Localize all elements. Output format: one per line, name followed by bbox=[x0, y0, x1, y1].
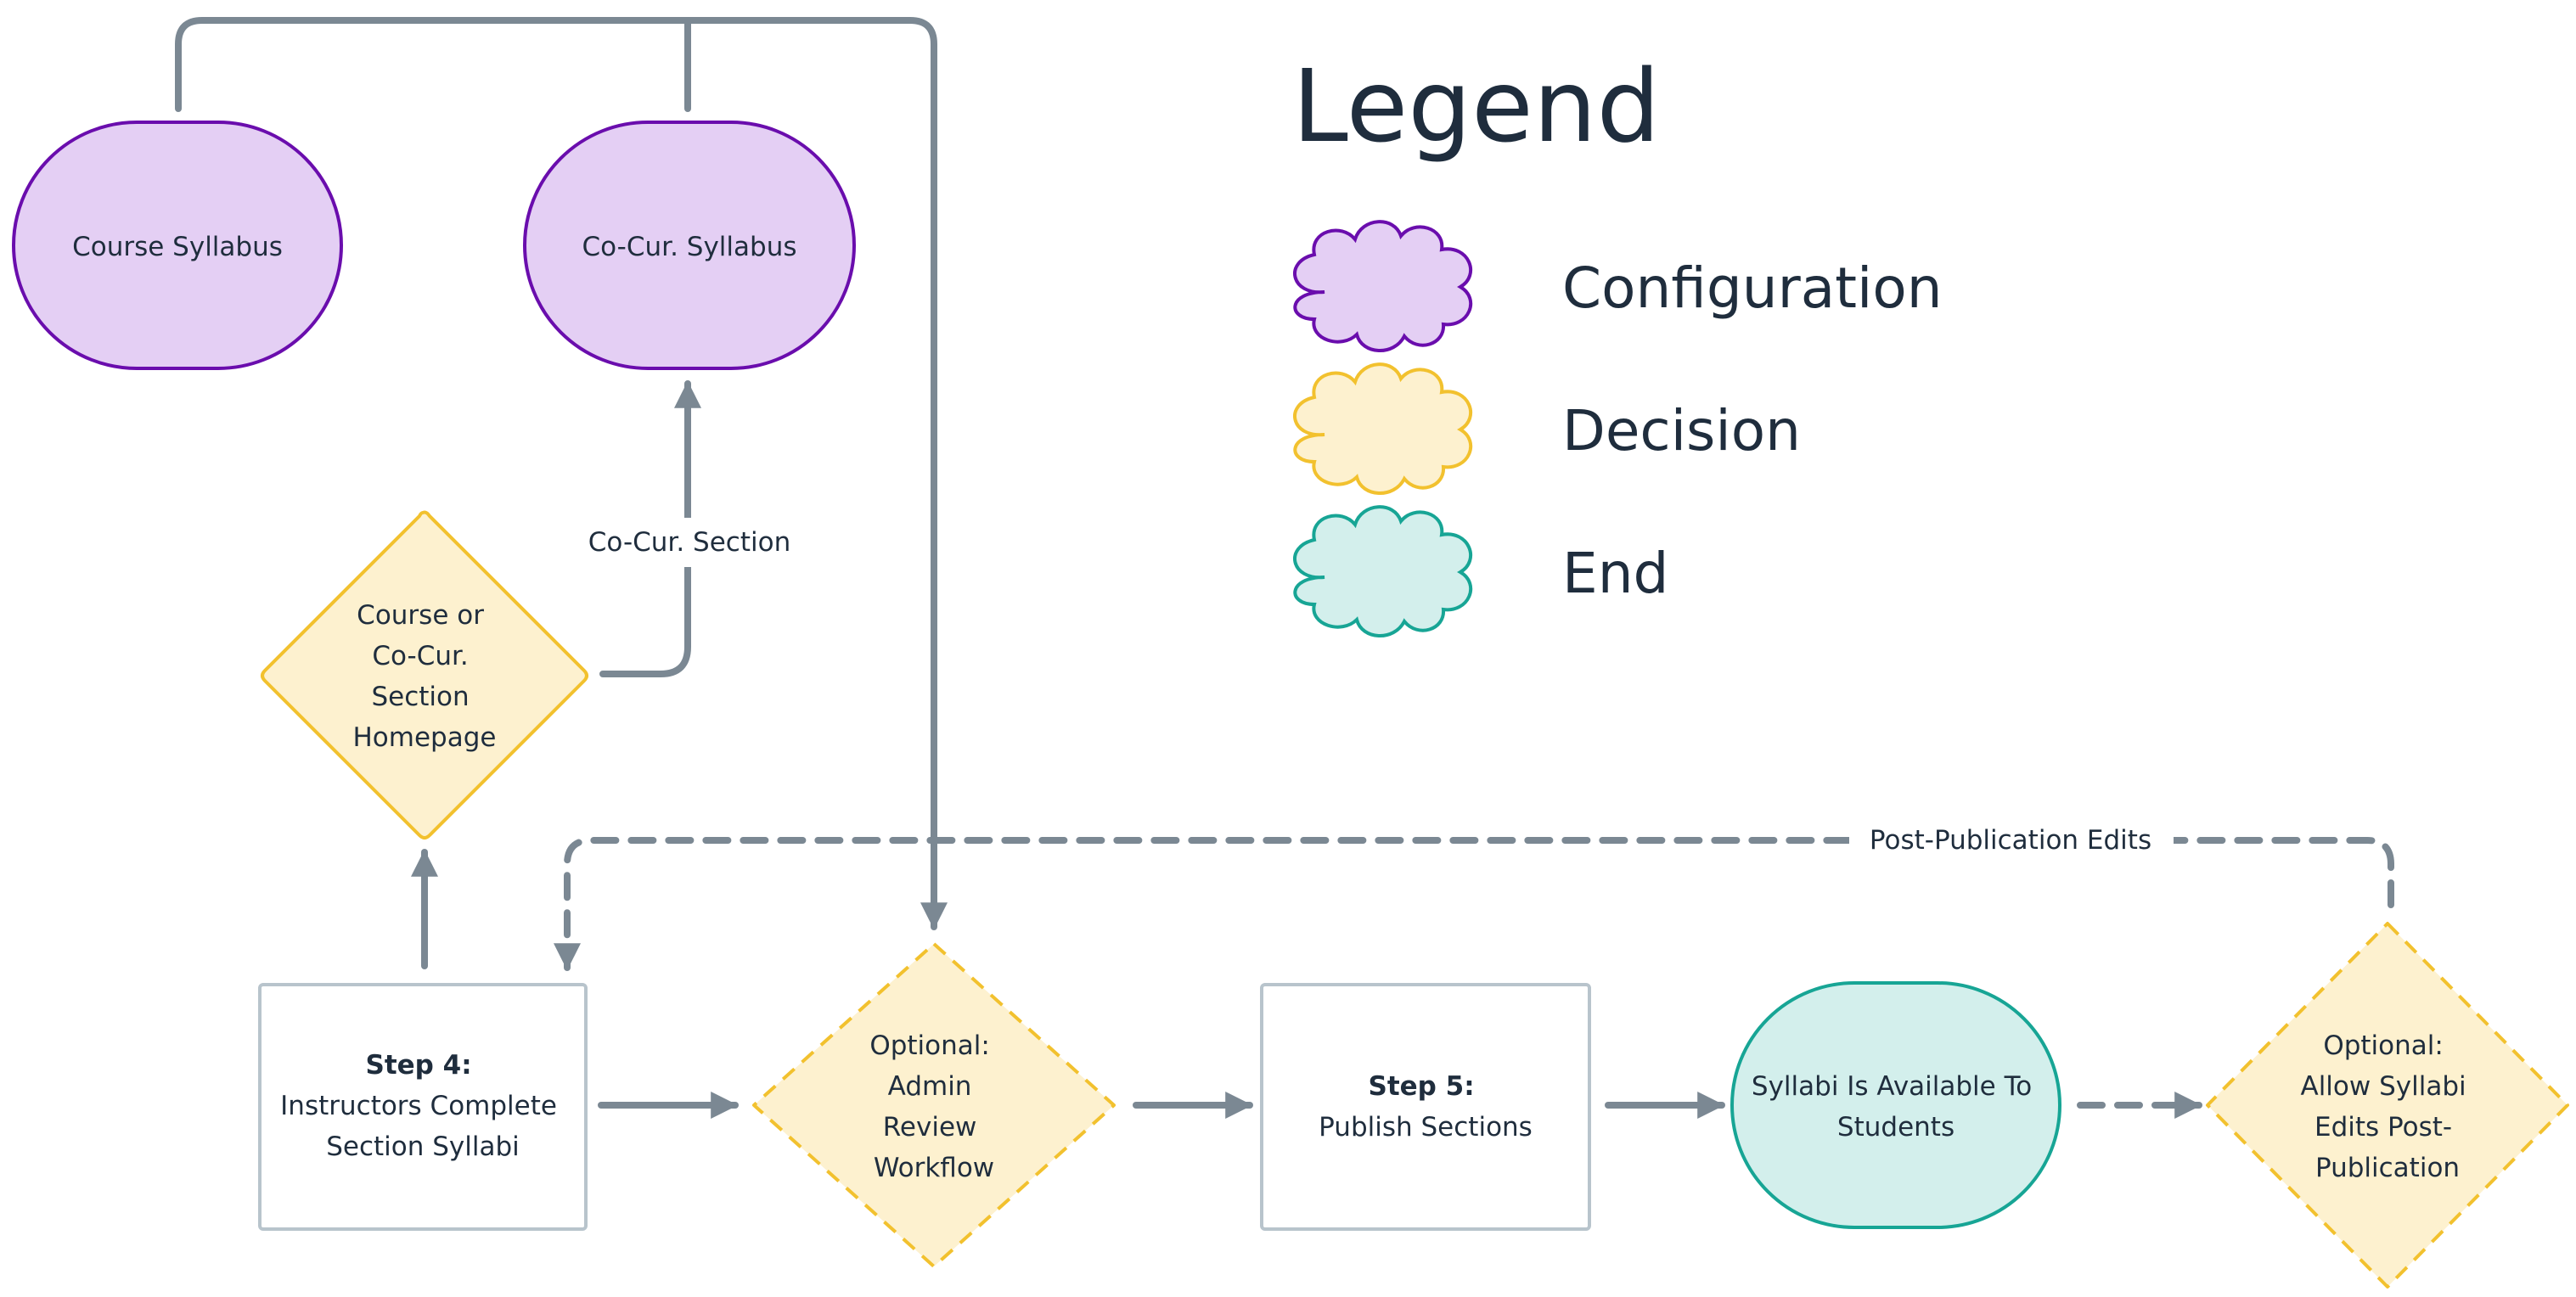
node-label-line: Students bbox=[1837, 1112, 1954, 1143]
node-label-line: Homepage bbox=[353, 722, 497, 753]
node-step5: Step 5: Publish Sections bbox=[1260, 983, 1591, 1231]
node-syllabi-available: Syllabi Is Available To Students bbox=[1730, 981, 2061, 1229]
svg-text:Step 4: Instructors Comp: Step 4: Instructors Complete Section Syl… bbox=[280, 1050, 565, 1162]
edge-label-cocur-section: Co-Cur. Section bbox=[588, 527, 790, 558]
legend-item-decision: Decision bbox=[1293, 362, 1801, 495]
edge-syllabi-to-admin-review bbox=[175, 17, 948, 930]
legend-item-end: End bbox=[1293, 505, 1668, 637]
node-heading: Step 5: bbox=[1369, 1071, 1475, 1102]
svg-text:Optional: Allow Syllabi: Optional: Allow Syllabi Edits Post- Publ… bbox=[2300, 1030, 2474, 1183]
node-cocur-syllabus: Co-Cur. Syllabus bbox=[523, 121, 856, 370]
node-label-line: Publication bbox=[2315, 1153, 2460, 1183]
node-course-syllabus: Course Syllabus bbox=[12, 121, 343, 370]
node-label-line: Section Syllabi bbox=[326, 1131, 520, 1162]
cloud-icon bbox=[1293, 220, 1472, 352]
node-label-line: Publish Sections bbox=[1319, 1112, 1533, 1143]
edge-homepage-to-cocur-syllabus bbox=[599, 380, 701, 677]
node-label-line: Course or bbox=[357, 600, 484, 631]
node-admin-review: Optional: Admin Review Workflow bbox=[752, 942, 1116, 1268]
node-post-pub-edits: Optional: Allow Syllabi Edits Post- Publ… bbox=[2206, 922, 2569, 1289]
node-section-homepage: Course or Co-Cur. Section Homepage bbox=[261, 510, 588, 839]
legend-item-configuration: Configuration bbox=[1293, 220, 1943, 352]
node-label-line: Co-Cur. Syllabus bbox=[582, 232, 797, 262]
svg-text:Course Syllabus: Course Syllabus bbox=[72, 232, 283, 262]
node-heading: Step 4: bbox=[366, 1050, 472, 1081]
svg-text:Co-Cur. Syllabus: Co-Cur. Syllabus bbox=[582, 232, 797, 262]
node-label-line: Workflow bbox=[874, 1153, 994, 1183]
legend-label: Decision bbox=[1562, 398, 1801, 463]
node-label-line: Section bbox=[371, 682, 469, 712]
node-step4: Step 4: Instructors Complete Section Syl… bbox=[258, 983, 588, 1231]
node-label-line: Admin bbox=[888, 1071, 972, 1102]
node-label-line: Optional: bbox=[869, 1030, 990, 1061]
legend-title: Legend bbox=[1292, 48, 1660, 165]
svg-text:Step 5: Publish Sections: Step 5: Publish Sections bbox=[1319, 1071, 1533, 1143]
legend-label: Configuration bbox=[1562, 255, 1943, 321]
node-label-line: Review bbox=[883, 1112, 977, 1143]
node-label-line: Optional: bbox=[2323, 1030, 2444, 1061]
legend-label: End bbox=[1562, 541, 1668, 606]
svg-text:Optional: Admin Re: Optional: Admin Review Workflow bbox=[869, 1030, 998, 1183]
cloud-icon bbox=[1293, 362, 1472, 495]
edge-post-pub-edits-loop bbox=[554, 837, 2394, 971]
node-label-line: Allow Syllabi bbox=[2300, 1071, 2466, 1102]
node-label-line: Syllabi Is Available To bbox=[1752, 1071, 2032, 1102]
legend: Legend Configuration Decision End bbox=[1292, 48, 1943, 637]
edges bbox=[175, 17, 2394, 1119]
svg-text:Syllabi Is Available To: Syllabi Is Available To Students bbox=[1752, 1071, 2040, 1143]
edge-label-post-publication-edits: Post-Publication Edits bbox=[1870, 825, 2151, 856]
node-label-line: Instructors Complete bbox=[280, 1091, 557, 1121]
node-label-line: Co-Cur. bbox=[372, 641, 468, 671]
node-label-line: Edits Post- bbox=[2314, 1112, 2452, 1143]
node-label-line: Course Syllabus bbox=[72, 232, 283, 262]
svg-text:Course or Co-Cur.: Course or Co-Cur. Section Homepage bbox=[353, 600, 497, 753]
cloud-icon bbox=[1293, 505, 1472, 637]
